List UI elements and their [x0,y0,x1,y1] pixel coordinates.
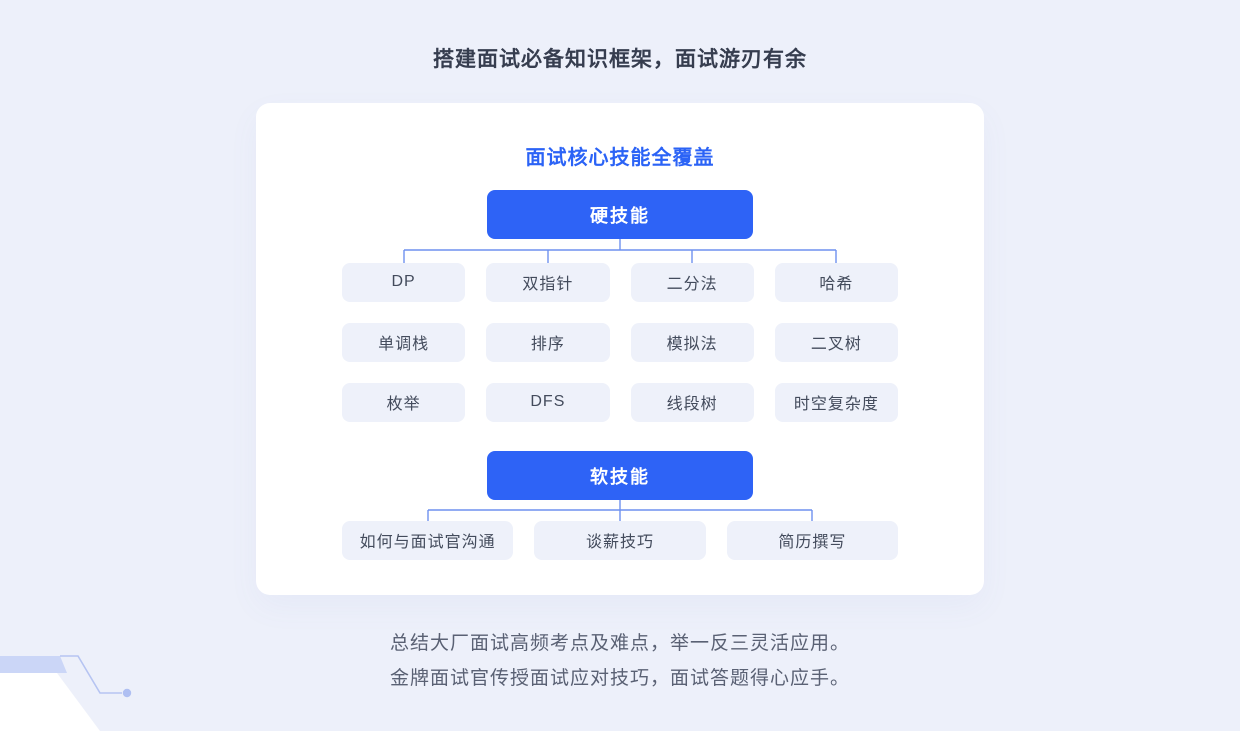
card-title: 面试核心技能全覆盖 [525,147,715,169]
hard-skills-node: 硬技能 [487,190,753,239]
skill-chip-monotonic-stack: 单调栈 [342,323,466,362]
footer-line-2: 金牌面试官传授面试应对技巧，面试答题得心应手。 [389,668,850,689]
skill-chip-binary-search: 二分法 [630,263,754,302]
skills-card: 面试核心技能全覆盖 硬技能 DP 双指针 二分法 哈希 单调栈 排序 模拟法 二… [256,103,984,595]
soft-skills-node: 软技能 [487,451,753,500]
soft-skills-row: 如何与面试官沟通 谈薪技巧 简历撰写 [342,521,898,560]
footer-description: 总结大厂面试高频考点及难点，举一反三灵活应用。 金牌面试官传授面试应对技巧，面试… [0,626,1240,696]
skill-chip-segment-tree: 线段树 [630,383,754,422]
skill-chip-two-pointers: 双指针 [486,263,610,302]
skill-chip-hash: 哈希 [774,263,898,302]
hard-skills-connector [403,239,837,263]
skill-chip-salary-negotiation: 谈薪技巧 [534,521,706,560]
skill-chip-communication: 如何与面试官沟通 [342,521,514,560]
skill-chip-resume-writing: 简历撰写 [726,521,898,560]
skill-chip-dfs: DFS [486,383,610,422]
skill-chip-enumeration: 枚举 [342,383,466,422]
soft-skills-connector [427,500,813,521]
hard-skills-grid: DP 双指针 二分法 哈希 单调栈 排序 模拟法 二叉树 枚举 DFS 线段树 … [342,263,898,422]
skill-chip-sorting: 排序 [486,323,610,362]
skill-chip-complexity: 时空复杂度 [774,383,898,422]
circuit-decoration [0,655,132,731]
footer-line-1: 总结大厂面试高频考点及难点，举一反三灵活应用。 [389,633,850,654]
page-title: 搭建面试必备知识框架，面试游刃有余 [433,48,807,71]
skill-chip-binary-tree: 二叉树 [774,323,898,362]
skill-chip-simulation: 模拟法 [630,323,754,362]
skill-chip-dp: DP [342,263,466,302]
